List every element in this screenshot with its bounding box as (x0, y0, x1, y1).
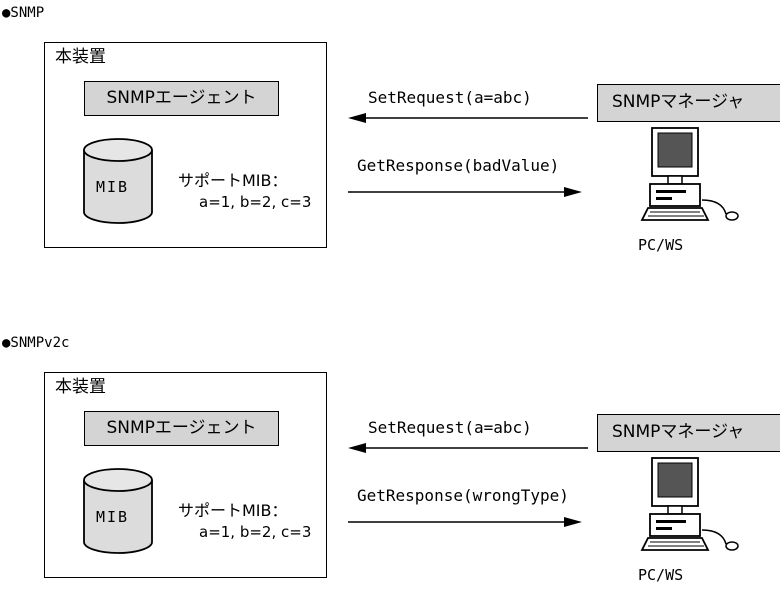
section-title: ●SNMP (2, 5, 45, 21)
pc-ws-label: PC/WS (638, 236, 684, 254)
snmp-manager-box: SNMPマネージャ (597, 84, 780, 122)
device-box: 本装置 SNMPエージェント MIB サポートMIB： a=1, b=2, c=… (44, 372, 327, 578)
desktop-computer-icon (640, 457, 739, 551)
get-response-label: GetResponse(wrongType) (357, 486, 569, 505)
set-request-label: SetRequest(a=abc) (368, 418, 532, 437)
request-arrowhead (348, 443, 366, 453)
snmp-section: ●SNMP 本装置 SNMPエージェント MIB サポートMIB： a=1, b… (0, 4, 780, 269)
device-box: 本装置 SNMPエージェント MIB サポートMIB： a=1, b=2, c=… (44, 42, 327, 248)
request-arrowhead (348, 113, 366, 123)
mib-label: MIB (96, 178, 130, 196)
mib-label: MIB (96, 508, 130, 526)
snmp-manager-box: SNMPマネージャ (597, 414, 780, 452)
get-response-label: GetResponse(badValue) (357, 156, 560, 175)
snmp-agent-box: SNMPエージェント (84, 411, 279, 446)
support-mib-values: a=1, b=2, c=3 (199, 523, 312, 541)
snmp-agent-box: SNMPエージェント (84, 81, 279, 116)
support-mib-label: サポートMIB： (178, 501, 288, 520)
support-mib-label: サポートMIB： (178, 171, 288, 190)
support-mib-values: a=1, b=2, c=3 (199, 193, 312, 211)
set-request-label: SetRequest(a=abc) (368, 88, 532, 107)
database-cylinder-icon (83, 468, 153, 554)
pc-ws-label: PC/WS (638, 566, 684, 584)
response-arrowhead (564, 187, 582, 197)
message-arrows (348, 113, 588, 197)
message-arrows (348, 443, 588, 527)
desktop-computer-icon (640, 127, 739, 221)
device-label: 本装置 (55, 377, 106, 397)
response-arrowhead (564, 517, 582, 527)
device-label: 本装置 (55, 47, 106, 67)
section-title: ●SNMPv2c (2, 335, 70, 351)
snmpv2c-section: ●SNMPv2c 本装置 SNMPエージェント MIB サポートMIB： a=1… (0, 334, 780, 599)
database-cylinder-icon (83, 138, 153, 224)
